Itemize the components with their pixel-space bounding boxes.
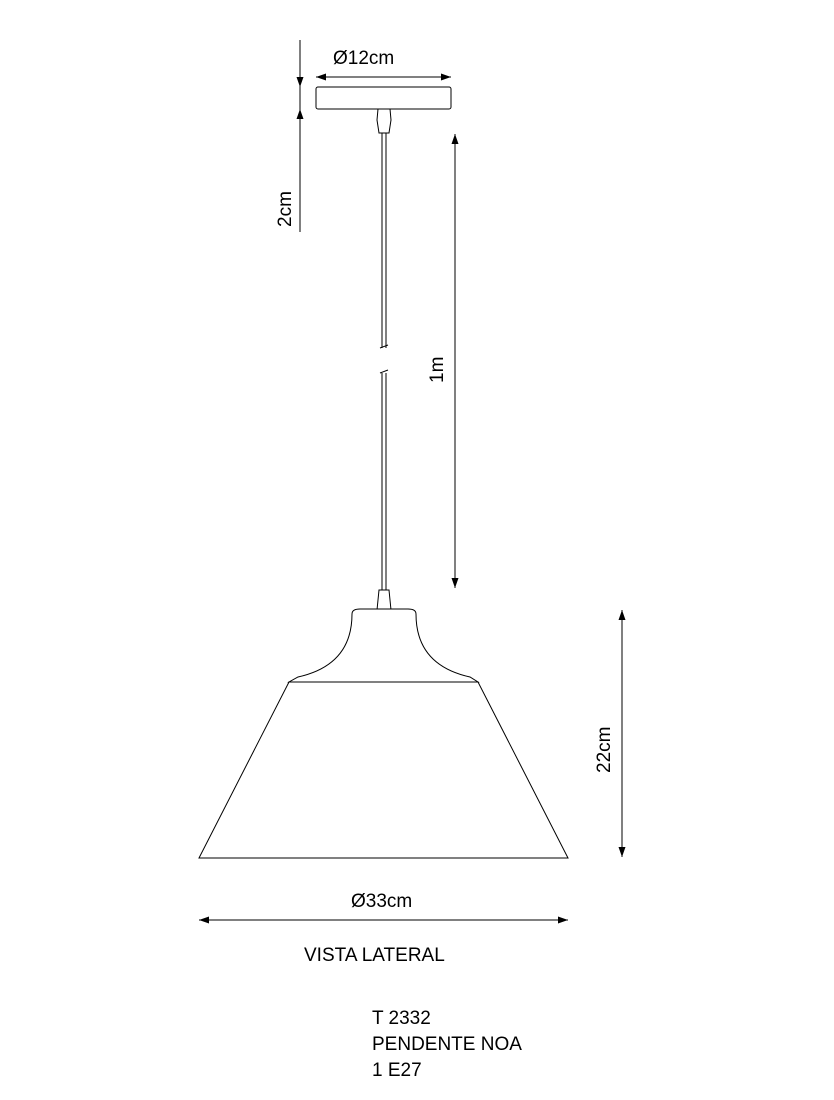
product-info: T 2332 PENDENTE NOA 1 E27 xyxy=(372,1006,522,1084)
cable-break-bottom xyxy=(379,369,389,374)
ceiling-canopy xyxy=(315,86,452,110)
lamp-shade xyxy=(198,681,569,859)
shade-height-label: 22cm xyxy=(594,727,615,773)
canopy-height-label: 2cm xyxy=(275,191,296,227)
view-label: VISTA LATERAL xyxy=(304,945,445,966)
shade-connector xyxy=(376,589,392,611)
shade-diameter-label: Ø33cm xyxy=(351,891,412,912)
canopy-connector xyxy=(376,108,392,134)
product-lamp: 1 E27 xyxy=(372,1060,422,1081)
canopy-diameter-label: Ø12cm xyxy=(333,48,394,69)
shade-neck xyxy=(287,608,480,683)
product-name: PENDENTE NOA xyxy=(372,1034,522,1055)
cable-length-label: 1m xyxy=(427,357,448,383)
product-code: T 2332 xyxy=(372,1008,431,1029)
cable-break-top xyxy=(379,344,389,349)
